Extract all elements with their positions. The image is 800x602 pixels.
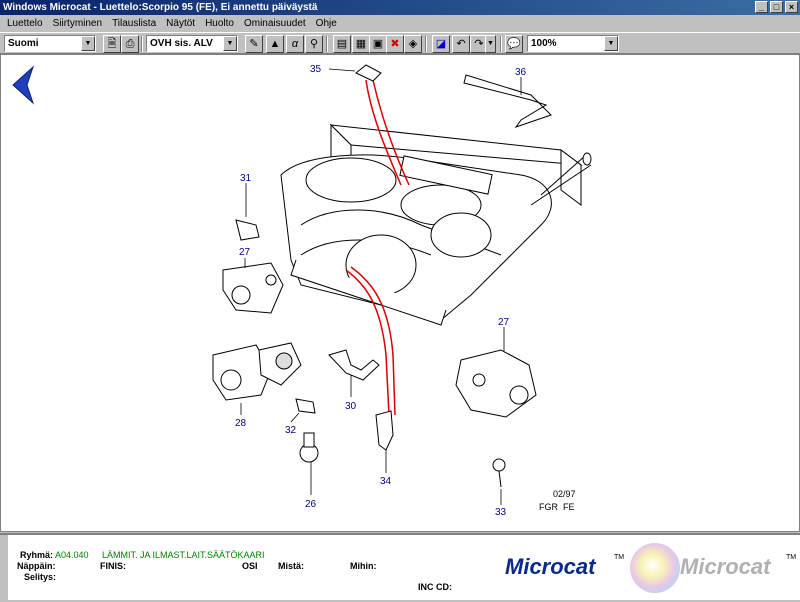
chevron-down-icon[interactable]: ▼ bbox=[604, 36, 618, 51]
menu-ohje[interactable]: Ohje bbox=[315, 18, 337, 29]
menu-siirtyminen[interactable]: Siirtyminen bbox=[52, 18, 103, 29]
menu-huolto[interactable]: Huolto bbox=[205, 18, 234, 29]
zoom-value: 100% bbox=[531, 38, 557, 49]
list-icon[interactable]: ▤ bbox=[333, 35, 351, 53]
price-mode-value: OVH sis. ALV bbox=[150, 38, 213, 49]
mihin-label: Mihin: bbox=[350, 561, 377, 571]
callout-35[interactable]: 35 bbox=[310, 64, 322, 75]
red-cable bbox=[372, 79, 410, 186]
language-select[interactable]: Suomi ▼ bbox=[4, 35, 96, 52]
monitor-icon[interactable]: ▣ bbox=[369, 35, 387, 53]
nappain-label: Näppäin: bbox=[17, 561, 56, 571]
part-34-shape bbox=[375, 410, 394, 451]
document-icon[interactable]: ▦ bbox=[352, 35, 370, 53]
callout-36[interactable]: 36 bbox=[515, 67, 527, 78]
red-cable bbox=[350, 266, 396, 416]
inc-cd-label: INC CD: bbox=[418, 582, 452, 592]
toolbar-divider bbox=[326, 36, 328, 52]
search-icon[interactable]: ⚲ bbox=[305, 35, 323, 53]
red-cable bbox=[345, 269, 390, 416]
finis-label: FINIS: bbox=[100, 561, 126, 571]
part-32-shape bbox=[295, 398, 316, 414]
ryhma-description: LÄMMIT. JA ILMAST.LAIT.SÄÄTÖKAARI bbox=[102, 550, 265, 560]
microcat-logo-secondary: Microcat bbox=[680, 554, 771, 579]
part-35-shape bbox=[355, 64, 382, 82]
callout-30[interactable]: 30 bbox=[345, 401, 357, 412]
undo-icon[interactable]: ↶ bbox=[452, 35, 470, 53]
close-button[interactable]: × bbox=[785, 1, 798, 13]
callout-28[interactable]: 28 bbox=[235, 418, 247, 429]
callout-34[interactable]: 34 bbox=[380, 476, 392, 487]
menu-ominaisuudet[interactable]: Ominaisuudet bbox=[243, 18, 306, 29]
mista-label: Mistä: bbox=[278, 561, 305, 571]
part-26-shape bbox=[299, 432, 319, 463]
language-value: Suomi bbox=[8, 38, 39, 49]
selitys-label: Selitys: bbox=[24, 572, 57, 582]
trademark: TM bbox=[614, 554, 625, 561]
chevron-down-icon[interactable]: ▼ bbox=[485, 35, 496, 53]
chevron-down-icon[interactable]: ▼ bbox=[223, 36, 237, 51]
title-bar: Windows Microcat - Luettelo:Scorpio 95 (… bbox=[0, 0, 800, 15]
toolbar-divider bbox=[141, 36, 143, 52]
heater-assembly bbox=[280, 123, 592, 326]
back-arrow-icon[interactable] bbox=[12, 65, 35, 105]
price-mode-select[interactable]: OVH sis. ALV ▼ bbox=[146, 35, 238, 52]
panel-strip bbox=[0, 535, 8, 602]
diagram-date: 02/97 bbox=[553, 489, 576, 499]
toolbar-divider bbox=[500, 36, 502, 52]
callout-33[interactable]: 33 bbox=[495, 507, 507, 518]
trademark: TM bbox=[786, 554, 797, 561]
menu-luettelo[interactable]: Luettelo bbox=[7, 18, 43, 29]
tools-icon[interactable]: ✎ bbox=[245, 35, 263, 53]
microcat-logo: Microcat bbox=[505, 554, 596, 579]
parts-diagram[interactable]: 35 36 31 27 27 28 30 32 34 26 33 02/97 F… bbox=[0, 54, 800, 532]
alpha-search-icon[interactable]: α bbox=[286, 35, 304, 53]
callout-31[interactable]: 31 bbox=[240, 173, 252, 184]
callout-27-left[interactable]: 27 bbox=[239, 247, 251, 258]
osi-label: OSI bbox=[242, 561, 258, 571]
comment-icon[interactable]: 💬 bbox=[505, 35, 523, 53]
delete-icon[interactable]: ✖ bbox=[386, 35, 404, 53]
ryhma-label: Ryhmä: bbox=[20, 550, 54, 560]
diagram-code: FGR FE bbox=[539, 502, 575, 512]
toolbar: Suomi ▼ 🗎 ⎙ OVH sis. ALV ▼ ✎ ▲ α ⚲ ▤ ▦ ▣… bbox=[0, 32, 800, 54]
leader-lines bbox=[240, 68, 522, 505]
print-icon[interactable]: ⎙ bbox=[121, 35, 139, 53]
edit-icon[interactable]: ◈ bbox=[404, 35, 422, 53]
zoom-select[interactable]: 100% ▼ bbox=[527, 35, 619, 52]
menu-bar: Luettelo Siirtyminen Tilauslista Näytöt … bbox=[0, 15, 800, 32]
window-title: Windows Microcat - Luettelo:Scorpio 95 (… bbox=[3, 2, 318, 13]
part-30-shape bbox=[328, 349, 380, 381]
chevron-down-icon[interactable]: ▼ bbox=[81, 36, 95, 51]
callout-27-right[interactable]: 27 bbox=[498, 317, 510, 328]
zoom-area-icon[interactable]: ◪ bbox=[432, 35, 450, 53]
disc-logo-icon bbox=[630, 543, 680, 593]
minimize-button[interactable]: _ bbox=[755, 1, 768, 13]
part-27-right-shape bbox=[455, 349, 537, 418]
callout-26[interactable]: 26 bbox=[305, 499, 317, 510]
toolbar-divider bbox=[425, 36, 427, 52]
part-36-shape bbox=[463, 74, 552, 128]
part-27-left-shape bbox=[222, 262, 284, 314]
red-cable bbox=[365, 79, 402, 186]
ryhma-value: A04.040 bbox=[55, 550, 89, 560]
bookmark-icon[interactable]: ▲ bbox=[266, 35, 284, 53]
menu-tilauslista[interactable]: Tilauslista bbox=[112, 18, 157, 29]
maximize-button[interactable]: □ bbox=[770, 1, 783, 13]
part-28-shape bbox=[212, 342, 302, 401]
part-33-shape bbox=[492, 458, 506, 488]
callout-32[interactable]: 32 bbox=[285, 425, 297, 436]
page-view-icon[interactable]: 🗎 bbox=[103, 35, 121, 53]
exploded-view: 35 36 31 27 27 28 30 32 34 26 33 02/97 F… bbox=[12, 64, 592, 518]
part-31-shape bbox=[235, 219, 260, 241]
menu-naytot[interactable]: Näytöt bbox=[166, 18, 196, 29]
